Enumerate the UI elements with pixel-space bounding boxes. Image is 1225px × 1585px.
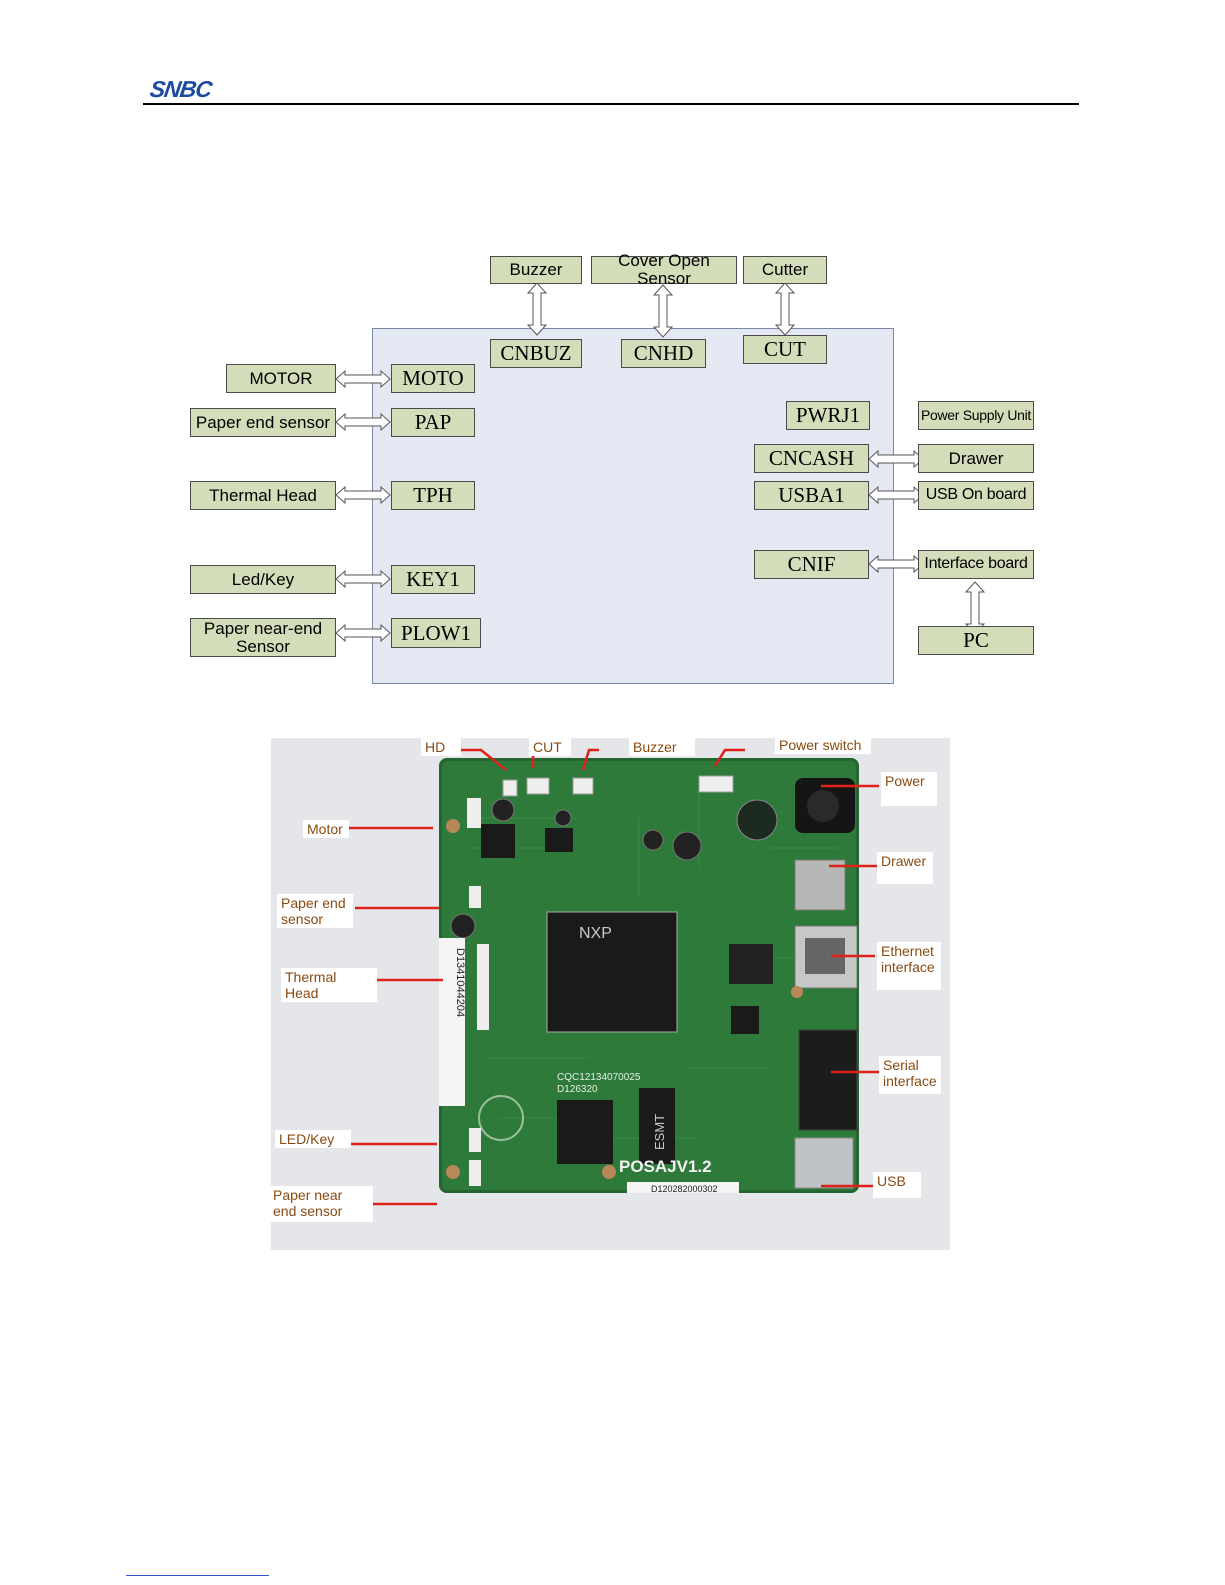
lot-code: CQC12134070025 [557, 1072, 641, 1083]
motor-box: MOTOR [226, 364, 336, 393]
interface-board-box: Interface board [918, 550, 1034, 579]
part-code: D126320 [557, 1084, 598, 1095]
pwrj1-box: PWRJ1 [786, 401, 870, 430]
buzzer-box: Buzzer [490, 256, 582, 284]
callout-ethernet: Ethernet interface [877, 942, 941, 990]
callout-hd: HD [421, 738, 461, 756]
arrow-key [335, 570, 391, 588]
pap-box: PAP [391, 408, 475, 437]
callout-usb: USB [873, 1172, 921, 1198]
callout-lines [349, 748, 879, 1206]
power-supply-unit-box: Power Supply Unit [918, 401, 1034, 430]
bottom-barcode-text: D120282000302 [651, 1184, 718, 1193]
arrow-cash [868, 450, 924, 468]
footer-link-underline [126, 1575, 269, 1576]
usba1-box: USBA1 [754, 481, 869, 510]
header-rule [143, 103, 1079, 105]
connection-arrows [335, 282, 985, 642]
paper-end-sensor-box: Paper end sensor [190, 408, 336, 437]
cut-box: CUT [743, 335, 827, 364]
pc-box: PC [918, 626, 1034, 655]
callout-serial: Serial interface [879, 1056, 941, 1094]
callout-paper-end: Paper end sensor [277, 894, 353, 928]
key1-box: KEY1 [391, 565, 475, 594]
memory-brand: ESMT [652, 1114, 667, 1150]
callout-paper-near-end: Paper near end sensor [269, 1186, 373, 1222]
vertical-barcode-text: D1341044204 [454, 948, 466, 1017]
pcb-components: NXP ESMT D1341044204 [439, 775, 858, 1193]
arrow-motor [335, 370, 391, 388]
thermal-head-box: Thermal Head [190, 481, 336, 510]
callout-motor: Motor [303, 820, 349, 838]
pcb-photo: NXP ESMT D1341044204 [269, 736, 950, 1250]
pcb-board: NXP ESMT D1341044204 [439, 758, 859, 1193]
arrow-cover [653, 284, 673, 338]
cncash-box: CNCASH [754, 444, 869, 473]
drawer-box: Drawer [918, 444, 1034, 473]
cnbuz-box: CNBUZ [490, 339, 582, 368]
arrow-tph [335, 486, 391, 504]
arrow-usb [868, 486, 924, 504]
arrow-cnif [868, 555, 924, 573]
plow1-box: PLOW1 [391, 618, 481, 648]
arrow-buzzer [527, 282, 547, 336]
callout-buzzer: Buzzer [629, 738, 695, 756]
cnif-box: CNIF [754, 550, 869, 579]
led-key-box: Led/Key [190, 565, 336, 594]
cnhd-box: CNHD [621, 339, 706, 368]
arrow-cutter [775, 282, 795, 336]
arrow-plow [335, 624, 391, 642]
board-silkscreen: POSAJV1.2 [619, 1157, 712, 1176]
moto-box: MOTO [391, 364, 475, 393]
usb-on-board-box: USB On board [918, 481, 1034, 510]
cover-open-sensor-box: Cover Open Sensor [591, 252, 737, 287]
callout-power-switch: Power switch [775, 736, 871, 754]
callout-cut: CUT [529, 738, 571, 756]
callout-led-key: LED/Key [275, 1130, 351, 1148]
callout-thermal-head: Thermal Head [281, 968, 377, 1002]
mcu-brand: NXP [579, 925, 612, 942]
callout-drawer: Drawer [877, 852, 933, 884]
callout-power: Power [881, 772, 937, 806]
tph-box: TPH [391, 481, 475, 510]
arrow-pap [335, 413, 391, 431]
cutter-box: Cutter [743, 256, 827, 284]
paper-near-end-sensor-box: Paper near-end Sensor [190, 618, 336, 657]
